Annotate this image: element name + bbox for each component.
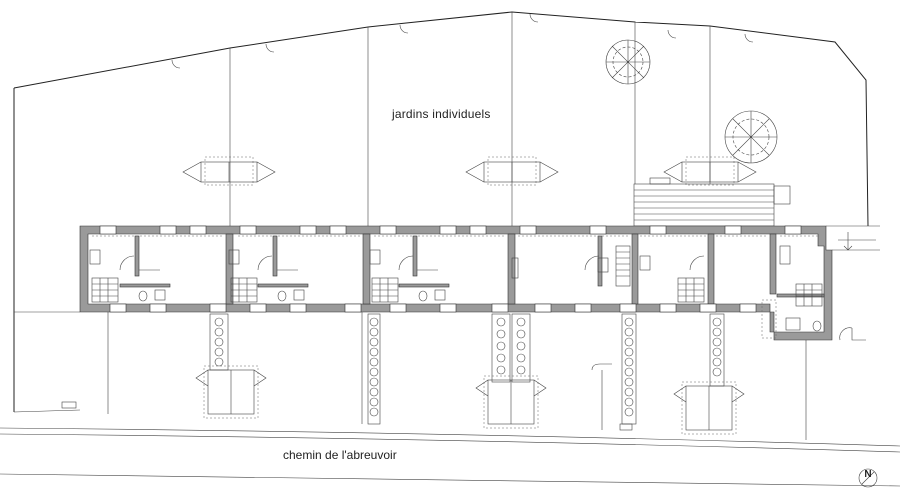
building-walls — [79, 225, 833, 341]
front-garden-dividers — [61, 312, 866, 440]
rear-terraces — [182, 156, 757, 186]
road-edges — [0, 427, 900, 487]
north-label: N — [864, 469, 872, 480]
window-openings — [99, 225, 802, 313]
side-access — [826, 225, 880, 251]
gardens-label: jardins individuels — [392, 107, 491, 121]
road-name-label: chemin de l'abreuvoir — [283, 448, 397, 462]
tree-icon — [724, 110, 778, 164]
plot-boundary — [13, 11, 869, 413]
tree-icon — [605, 39, 651, 85]
gate-symbols — [171, 13, 754, 69]
front-paths — [209, 313, 725, 425]
front-porches — [195, 365, 745, 435]
north-arrow-icon — [858, 468, 878, 488]
interior-details — [89, 235, 823, 339]
